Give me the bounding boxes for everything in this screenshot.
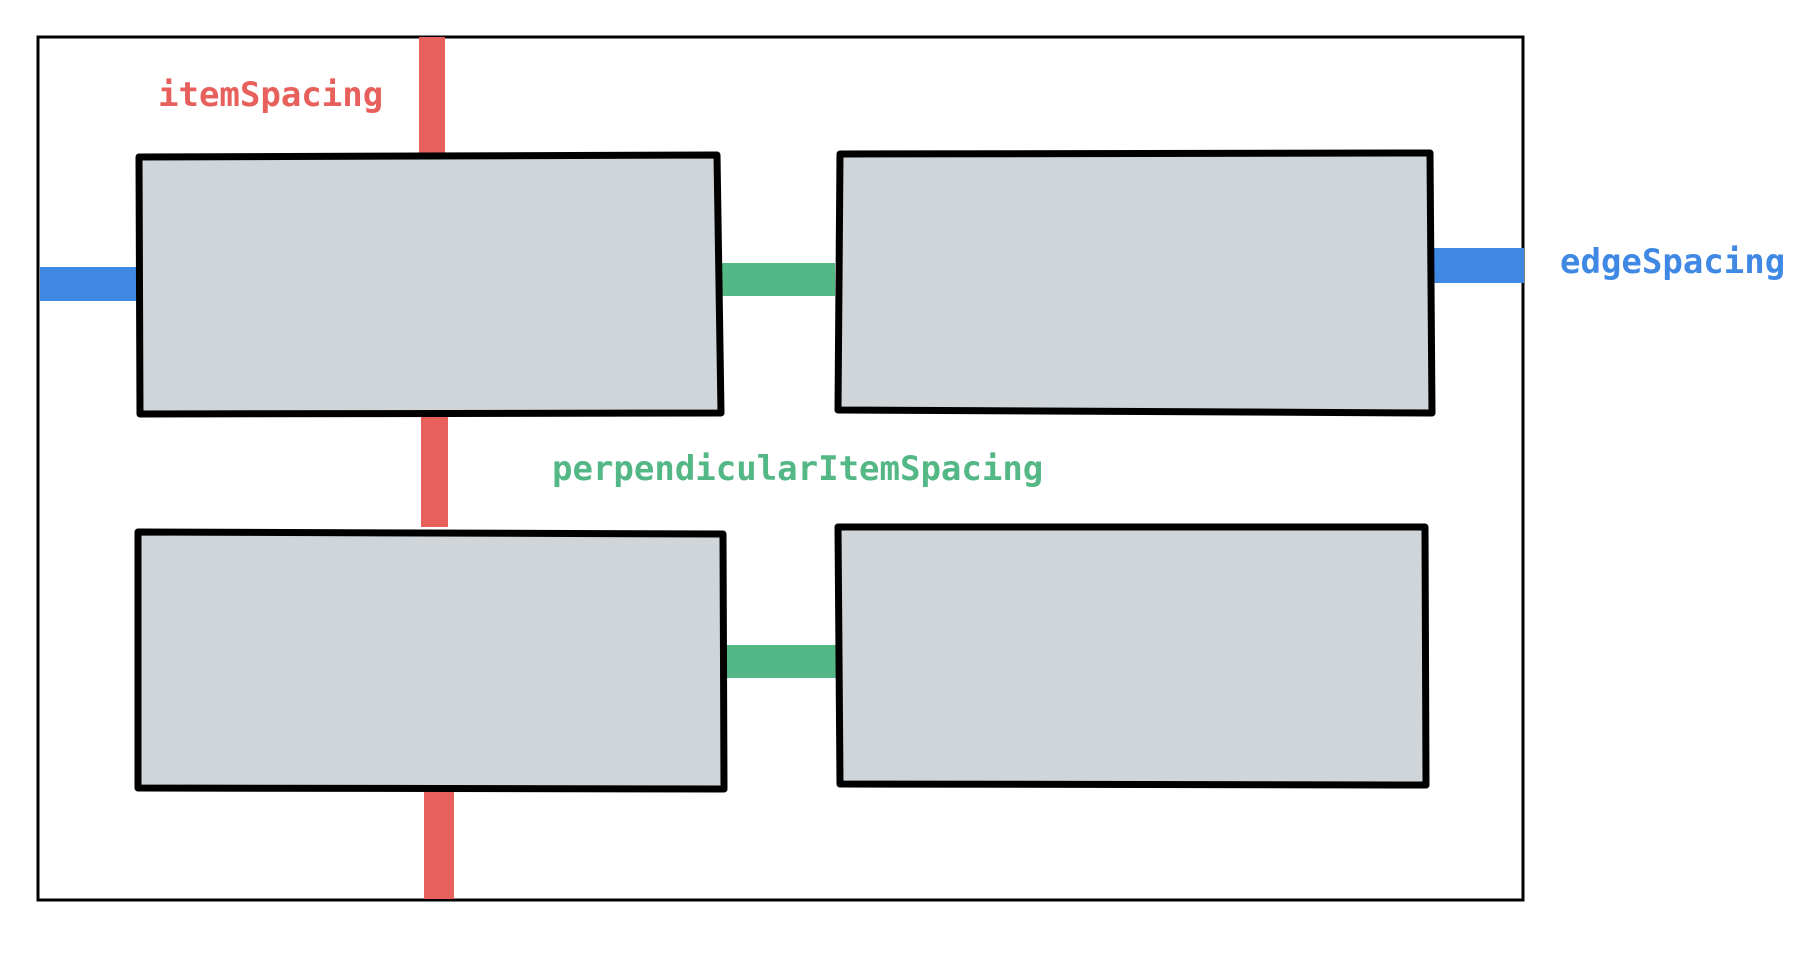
perpendicular-spacing-marker-bottom <box>724 645 836 678</box>
item-spacing-marker-bottom <box>424 786 454 899</box>
container-frame <box>36 35 1525 902</box>
edge-spacing-label: edgeSpacing <box>1560 242 1786 282</box>
perpendicular-item-spacing-label: perpendicularItemSpacing <box>552 449 1044 489</box>
item-spacing-marker-middle <box>421 413 448 527</box>
edge-spacing-marker-left <box>40 267 139 301</box>
edge-spacing-marker-right <box>1428 248 1524 283</box>
item-spacing-marker-top <box>419 37 445 156</box>
item-spacing-label: itemSpacing <box>158 75 384 115</box>
perpendicular-spacing-marker-top <box>722 263 835 296</box>
item-box-row1-col1 <box>135 151 725 418</box>
item-box-row2-col2 <box>834 523 1430 789</box>
item-box-row2-col1 <box>134 528 728 793</box>
item-box-row1-col2 <box>834 149 1436 417</box>
